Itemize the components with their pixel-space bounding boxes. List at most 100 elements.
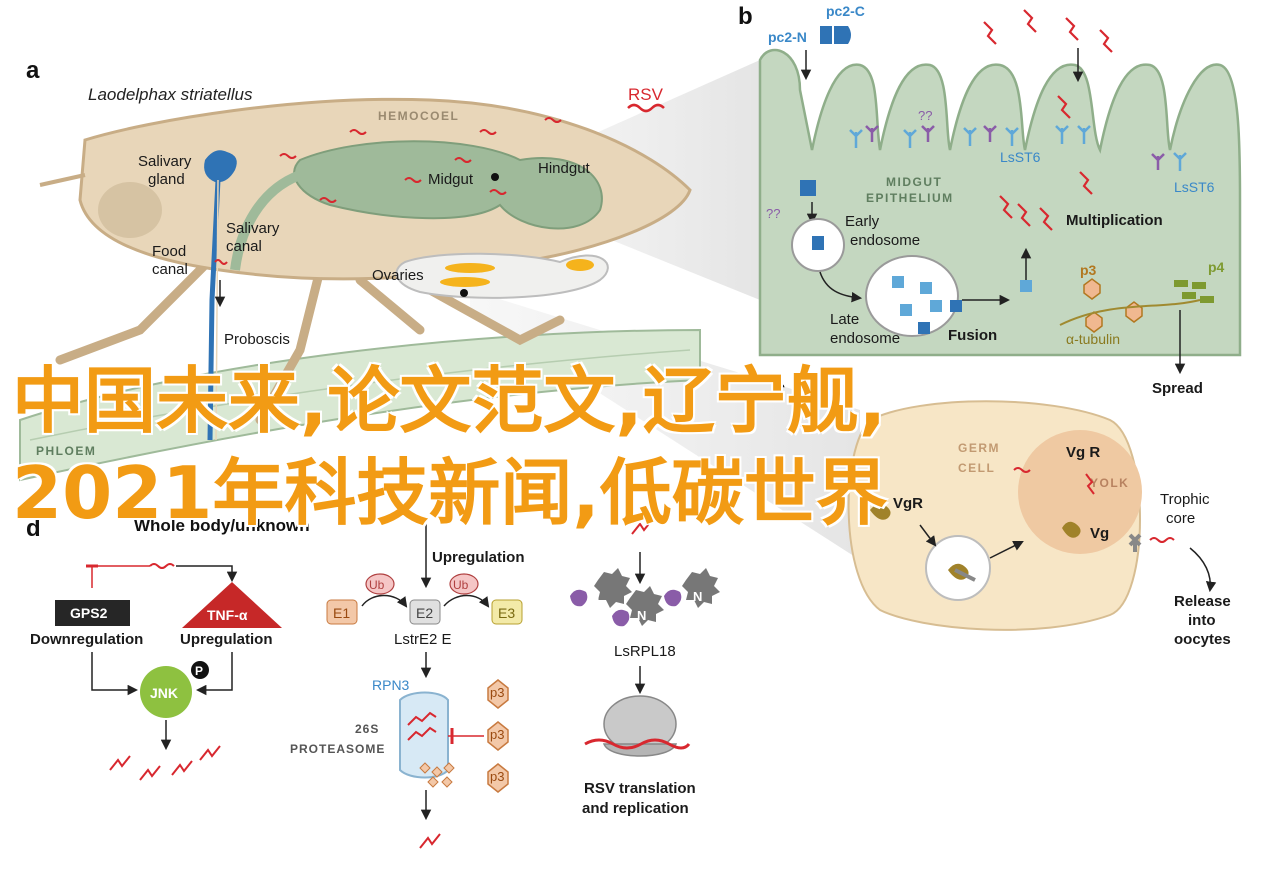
salivary-gland-label-1: Salivary [138, 153, 192, 170]
fused-virions [918, 300, 962, 334]
tnf-jnk-arrow [195, 652, 233, 696]
pc2n-label: pc2-N [768, 29, 807, 45]
tnf-induction-arrow [176, 565, 238, 583]
hemocoel-label: HEMOCOEL [378, 109, 459, 123]
question-label-1: ?? [918, 108, 932, 123]
multiplication-label: Multiplication [1066, 212, 1163, 229]
midgut-epithelium-label-2: EPITHELIUM [866, 191, 954, 205]
n-label-1: N [590, 591, 599, 606]
vg-protein-membrane [870, 503, 891, 520]
p4-label: p4 [1208, 259, 1225, 275]
trophic-receptor [1128, 533, 1142, 552]
receptors [849, 125, 1187, 171]
late-endosome-virions [892, 276, 942, 316]
p3-label-b: p3 [1080, 262, 1097, 278]
tubulin-filament [1059, 299, 1201, 326]
rsv-rna-degraded [419, 833, 441, 849]
lsst6-label-1: LsST6 [1000, 149, 1041, 165]
n-label-3: N [693, 589, 702, 604]
ovaries-label: Ovaries [372, 267, 424, 284]
maturation-arrow [819, 271, 863, 303]
vg-protein [1062, 521, 1081, 538]
proteasome-label-1: 26S [355, 722, 379, 736]
phloem-label: PHLOEM [36, 444, 96, 458]
insect-eye [98, 182, 162, 238]
rsv-label: RSV [628, 85, 664, 104]
rsv-rna-icon [627, 103, 665, 113]
early-endosome-label-2: endosome [850, 232, 920, 249]
late-endosome-label-2: endosome [830, 330, 900, 347]
trophic-core-label-1: Trophic [1160, 491, 1210, 508]
vesicle-receptor [954, 568, 976, 582]
germ-label: GERM [958, 441, 1000, 455]
lsst6-label-2: LsST6 [1174, 179, 1215, 195]
vg-label: Vg [1090, 525, 1109, 542]
vgr-label: VgR [893, 495, 923, 512]
panel-b-letter: b [738, 3, 753, 30]
ovaries [395, 252, 609, 299]
jnk-circle [140, 666, 192, 718]
ribosome-rna [584, 738, 691, 750]
pc2-protein-icon [820, 26, 851, 44]
virion-entry [800, 180, 816, 196]
panel-a-letter: a [26, 57, 40, 84]
e2-box [409, 599, 441, 625]
salivary-canal-label-2: canal [226, 238, 262, 255]
trophic-core-label-2: core [1166, 510, 1195, 527]
release-label-1: Release [1174, 593, 1231, 610]
jnk-label: JNK [150, 685, 178, 701]
phloem-leaf [19, 328, 701, 482]
n-label-2: N [637, 608, 646, 623]
foregut [230, 170, 302, 271]
inhibition-line [91, 565, 150, 588]
proboscis-label: Proboscis [224, 331, 290, 348]
transport-arrow [989, 541, 1024, 559]
ub-2-label: Ub [453, 578, 469, 592]
midgut [293, 140, 603, 230]
ovary-egg-1 [445, 263, 495, 273]
p3-hexagons-d [487, 679, 509, 793]
rpn3-label: RPN3 [372, 677, 410, 693]
salivary-canal [207, 179, 221, 441]
gps2-label: GPS2 [70, 605, 108, 621]
food-canal-label-1: Food [152, 243, 186, 260]
lstre2e-label: LstrE2 E [394, 631, 452, 648]
midgut-pointer-dot [491, 173, 499, 181]
upregulation-mid-label: Upregulation [432, 549, 525, 566]
late-endosome-label-1: Late [830, 311, 859, 328]
e2-e3-arrow [443, 594, 490, 608]
purple-receptors [865, 125, 1165, 170]
phospho-label: P [195, 664, 203, 678]
panel-c-letter: c [772, 375, 785, 402]
release-label-3: oocytes [1174, 631, 1231, 648]
rsv-rna-output-d [109, 745, 221, 781]
downregulation-label: Downregulation [30, 631, 143, 648]
e1-label: E1 [333, 605, 350, 621]
ovaries-pointer-dot [460, 289, 468, 297]
proteasome-label-2: PROTEASOME [290, 742, 385, 756]
ub-2 [449, 573, 479, 595]
p4-particles [1174, 280, 1214, 303]
release-arrow-c [1189, 547, 1217, 593]
yolk [1018, 430, 1142, 554]
ovary-egg-3 [566, 259, 594, 271]
rsv-rna-d [149, 563, 175, 569]
rsv-particles-body [214, 117, 562, 265]
released-virion [1020, 280, 1032, 292]
proteasome-rna [407, 711, 437, 741]
antenna [39, 173, 86, 187]
midgut-epithelium [758, 48, 1242, 357]
e1-e2-arrow [361, 594, 408, 608]
panel-b: b MIDGUT EPITHELIUM pc2-C pc2-N ?? ?? Ls… [738, 3, 1242, 397]
e1-box [326, 599, 358, 625]
pc2c-label: pc2-C [826, 3, 865, 19]
gps2-box [55, 600, 130, 626]
rsv-rna-cluster [983, 9, 1113, 231]
early-endosome-label-1: Early [845, 213, 880, 230]
phloem-vein [29, 349, 691, 441]
tnf-triangle [182, 582, 282, 628]
e2-label: E2 [416, 605, 433, 621]
rsv-rna-egg [1013, 467, 1175, 543]
